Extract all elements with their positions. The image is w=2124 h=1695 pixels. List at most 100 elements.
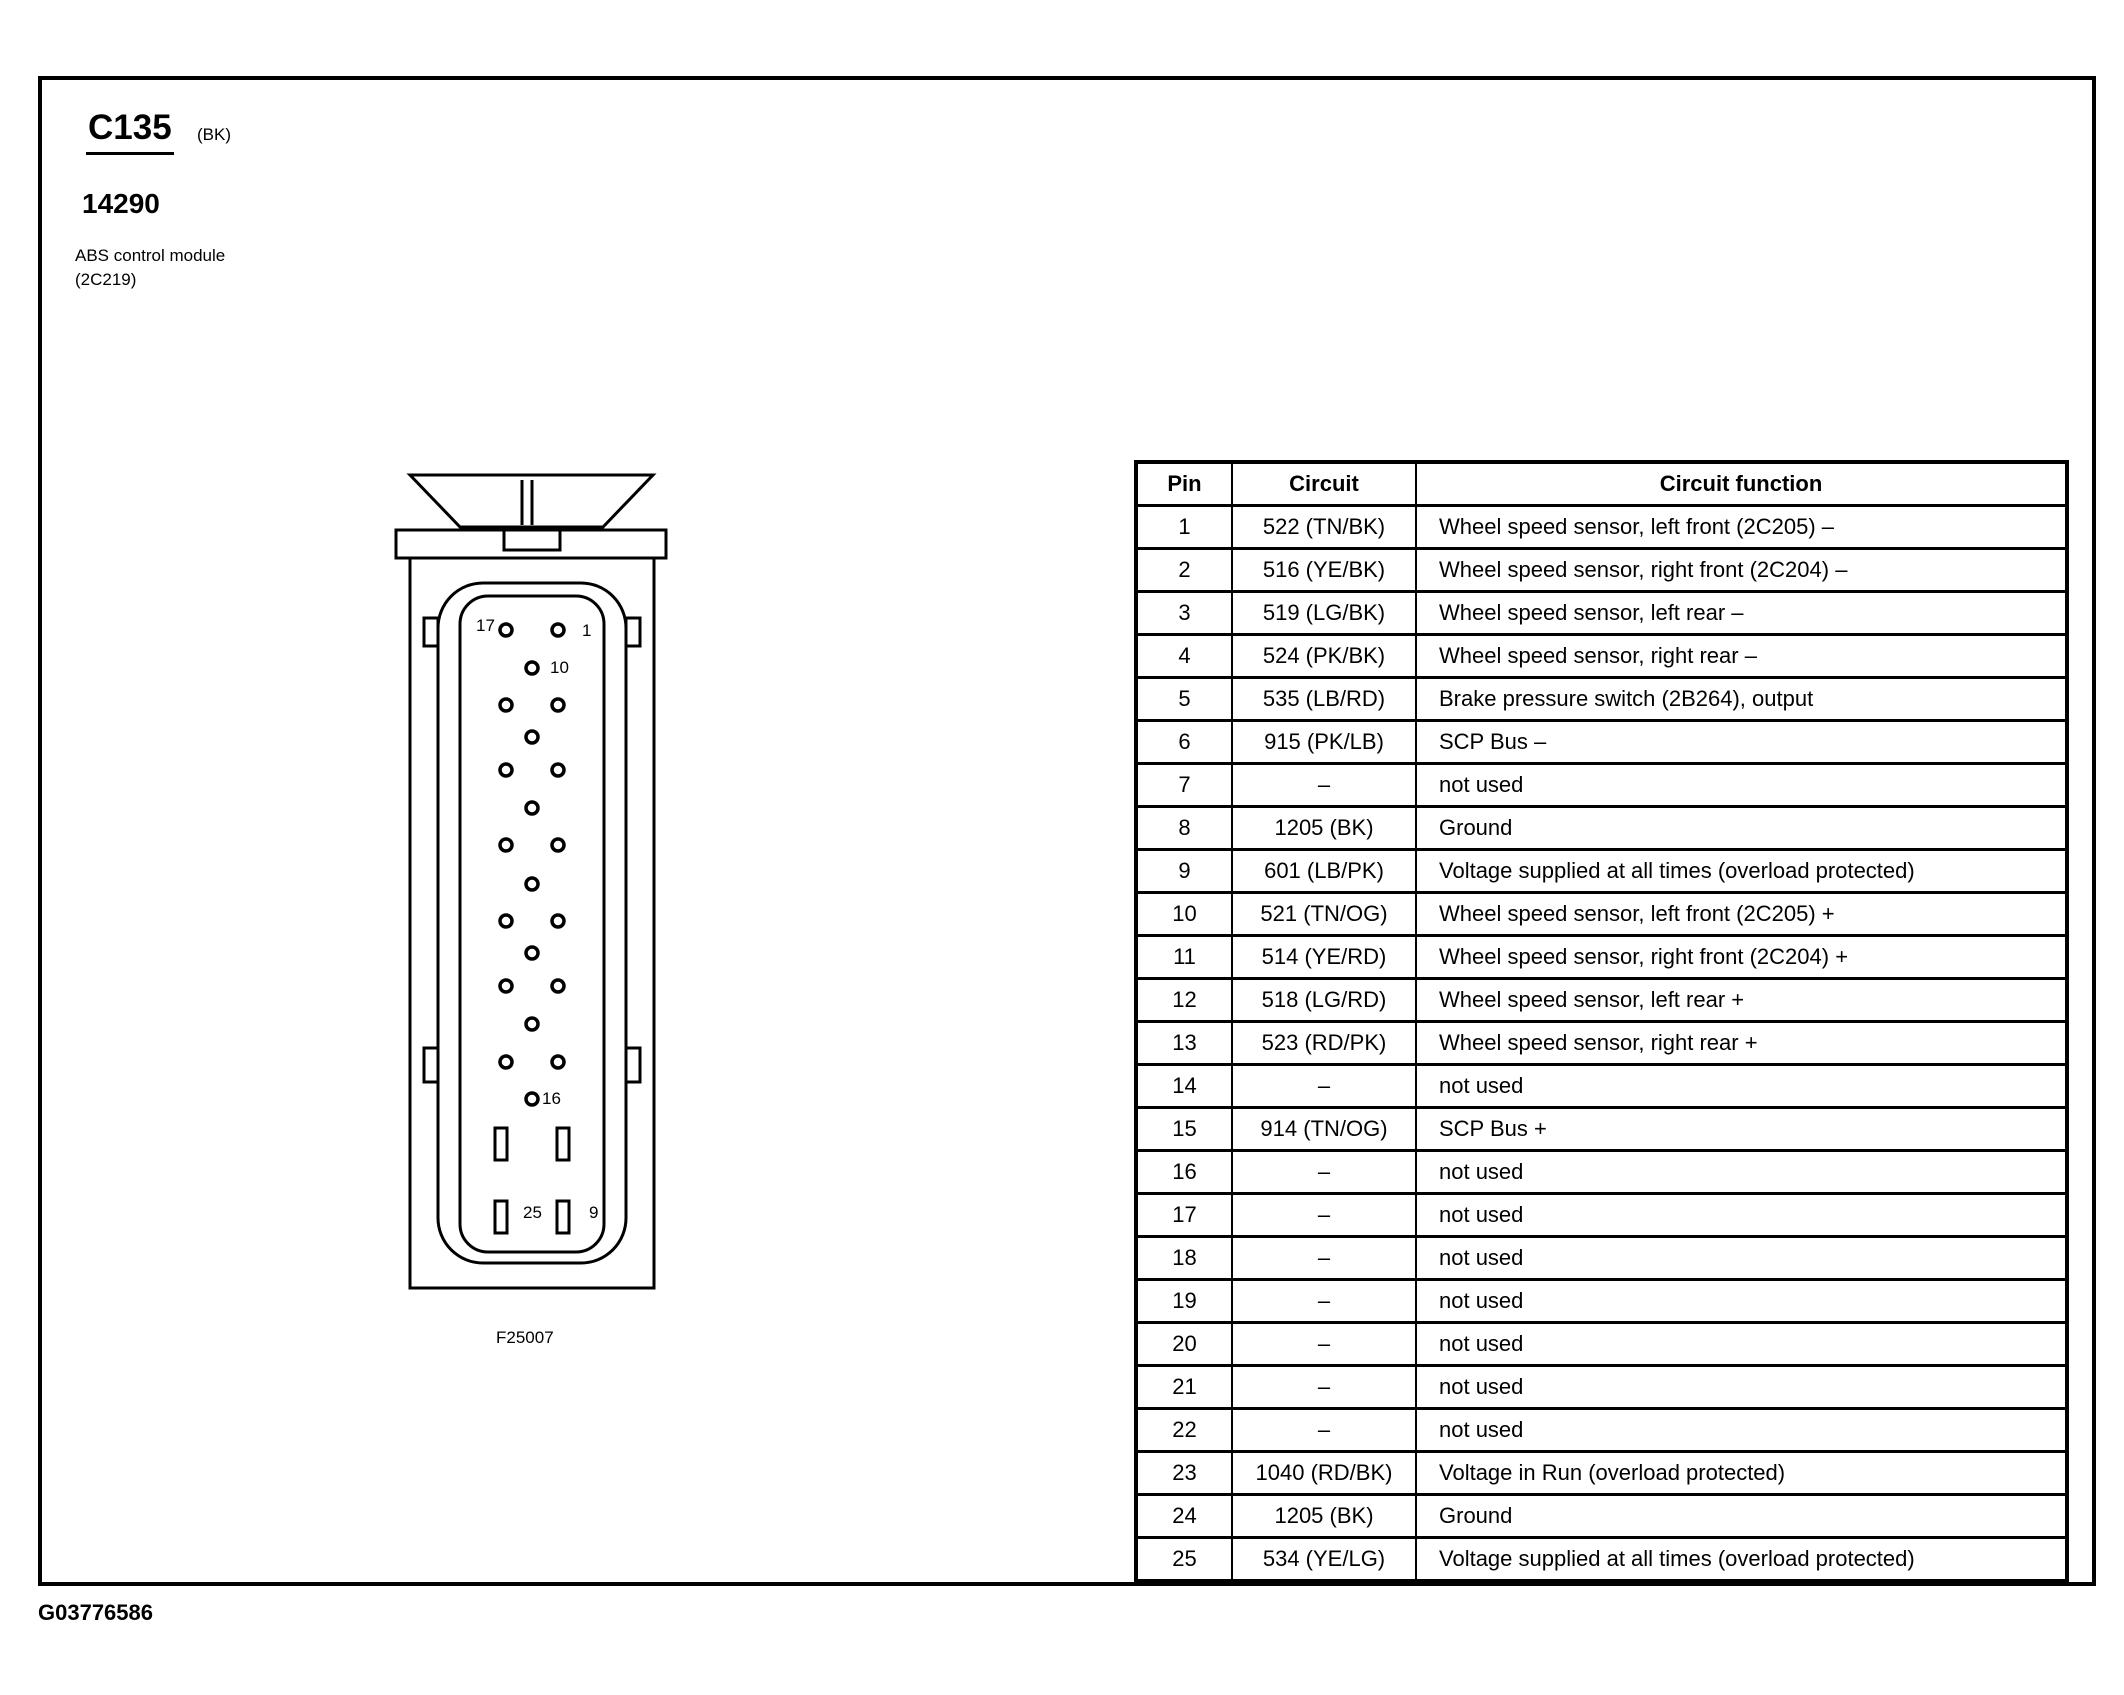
- connector-id: C135: [88, 108, 172, 147]
- cell-function: not used: [1415, 1407, 2068, 1453]
- cell-pin: 17: [1135, 1192, 1233, 1238]
- module-name: ABS control module (2C219): [75, 244, 225, 292]
- cell-circuit: 519 (LG/BK): [1231, 590, 1417, 636]
- pin-hole: [524, 945, 540, 961]
- pin-hole: [498, 978, 514, 994]
- pin-hole: [524, 876, 540, 892]
- cell-pin: 25: [1135, 1536, 1233, 1583]
- table-header-row: Pin Circuit Circuit function: [1135, 461, 2068, 507]
- connector-face-drawing: 17 1 10 16 25 9: [394, 473, 668, 1290]
- cell-circuit: 523 (RD/PK): [1231, 1020, 1417, 1066]
- pin-hole: [550, 978, 566, 994]
- cell-function: Voltage supplied at all times (overload …: [1415, 848, 2068, 894]
- cell-circuit: –: [1231, 1063, 1417, 1109]
- figure-id: F25007: [496, 1328, 554, 1347]
- pin-label-1: 1: [582, 621, 591, 640]
- cell-circuit: 514 (YE/RD): [1231, 934, 1417, 980]
- terminal-slot: [555, 1126, 571, 1162]
- pin-hole: [550, 1054, 566, 1070]
- pin-label-9: 9: [589, 1203, 598, 1222]
- cell-function: Voltage supplied at all times (overload …: [1415, 1536, 2068, 1583]
- pin-hole: [550, 913, 566, 929]
- cell-pin: 21: [1135, 1364, 1233, 1410]
- document-id: G03776586: [38, 1600, 153, 1625]
- table-row: 7–not used: [1135, 762, 2068, 808]
- cell-function: Wheel speed sensor, left rear +: [1415, 977, 2068, 1023]
- cell-circuit: 521 (TN/OG): [1231, 891, 1417, 937]
- connector-inner-cavity: [458, 594, 606, 1254]
- cell-pin: 6: [1135, 719, 1233, 765]
- cell-function: not used: [1415, 1321, 2068, 1367]
- pin-hole: [498, 622, 514, 638]
- pin-hole: [498, 1054, 514, 1070]
- cell-function: Ground: [1415, 1493, 2068, 1539]
- cell-function: SCP Bus +: [1415, 1106, 2068, 1152]
- cell-pin: 23: [1135, 1450, 1233, 1496]
- cell-circuit: 1205 (BK): [1231, 805, 1417, 851]
- cell-circuit: –: [1231, 762, 1417, 808]
- cell-function: not used: [1415, 1063, 2068, 1109]
- cell-function: Brake pressure switch (2B264), output: [1415, 676, 2068, 722]
- table-row: 19–not used: [1135, 1278, 2068, 1324]
- cell-circuit: 914 (TN/OG): [1231, 1106, 1417, 1152]
- cell-function: not used: [1415, 1149, 2068, 1195]
- cell-pin: 5: [1135, 676, 1233, 722]
- header-pin: Pin: [1135, 461, 1233, 507]
- cell-function: Wheel speed sensor, left rear –: [1415, 590, 2068, 636]
- cell-function: SCP Bus –: [1415, 719, 2068, 765]
- module-name-line1: ABS control module: [75, 246, 226, 265]
- table-row: 22–not used: [1135, 1407, 2068, 1453]
- pin-hole: [550, 762, 566, 778]
- cell-circuit: 535 (LB/RD): [1231, 676, 1417, 722]
- cell-pin: 20: [1135, 1321, 1233, 1367]
- pin-hole: [498, 837, 514, 853]
- cell-pin: 24: [1135, 1493, 1233, 1539]
- cell-pin: 2: [1135, 547, 1233, 593]
- cell-pin: 18: [1135, 1235, 1233, 1281]
- cell-circuit: 522 (TN/BK): [1231, 504, 1417, 550]
- terminal-slot: [493, 1126, 509, 1162]
- cell-pin: 16: [1135, 1149, 1233, 1195]
- cell-pin: 9: [1135, 848, 1233, 894]
- diagram-frame: [38, 76, 2096, 1586]
- cell-function: Ground: [1415, 805, 2068, 851]
- cell-function: Voltage in Run (overload protected): [1415, 1450, 2068, 1496]
- table-row: 16–not used: [1135, 1149, 2068, 1195]
- terminal-slot: [493, 1199, 509, 1235]
- cell-pin: 14: [1135, 1063, 1233, 1109]
- cell-function: Wheel speed sensor, right front (2C204) …: [1415, 934, 2068, 980]
- pin-hole: [550, 697, 566, 713]
- cell-circuit: –: [1231, 1407, 1417, 1453]
- cell-pin: 1: [1135, 504, 1233, 550]
- cell-pin: 8: [1135, 805, 1233, 851]
- cell-function: Wheel speed sensor, right rear +: [1415, 1020, 2068, 1066]
- connector-id-underline: [86, 152, 174, 155]
- header-function: Circuit function: [1415, 461, 2068, 507]
- pin-hole: [524, 660, 540, 676]
- pin-label-10: 10: [550, 658, 569, 677]
- cell-function: Wheel speed sensor, left front (2C205) +: [1415, 891, 2068, 937]
- cell-function: not used: [1415, 1364, 2068, 1410]
- cell-function: Wheel speed sensor, left front (2C205) –: [1415, 504, 2068, 550]
- table-row: 18–not used: [1135, 1235, 2068, 1281]
- cell-pin: 11: [1135, 934, 1233, 980]
- cell-function: not used: [1415, 1192, 2068, 1238]
- pin-hole: [550, 622, 566, 638]
- pin-hole: [524, 1016, 540, 1032]
- cell-circuit: –: [1231, 1321, 1417, 1367]
- connector-latch: [406, 473, 657, 529]
- pin-hole: [498, 762, 514, 778]
- cell-pin: 10: [1135, 891, 1233, 937]
